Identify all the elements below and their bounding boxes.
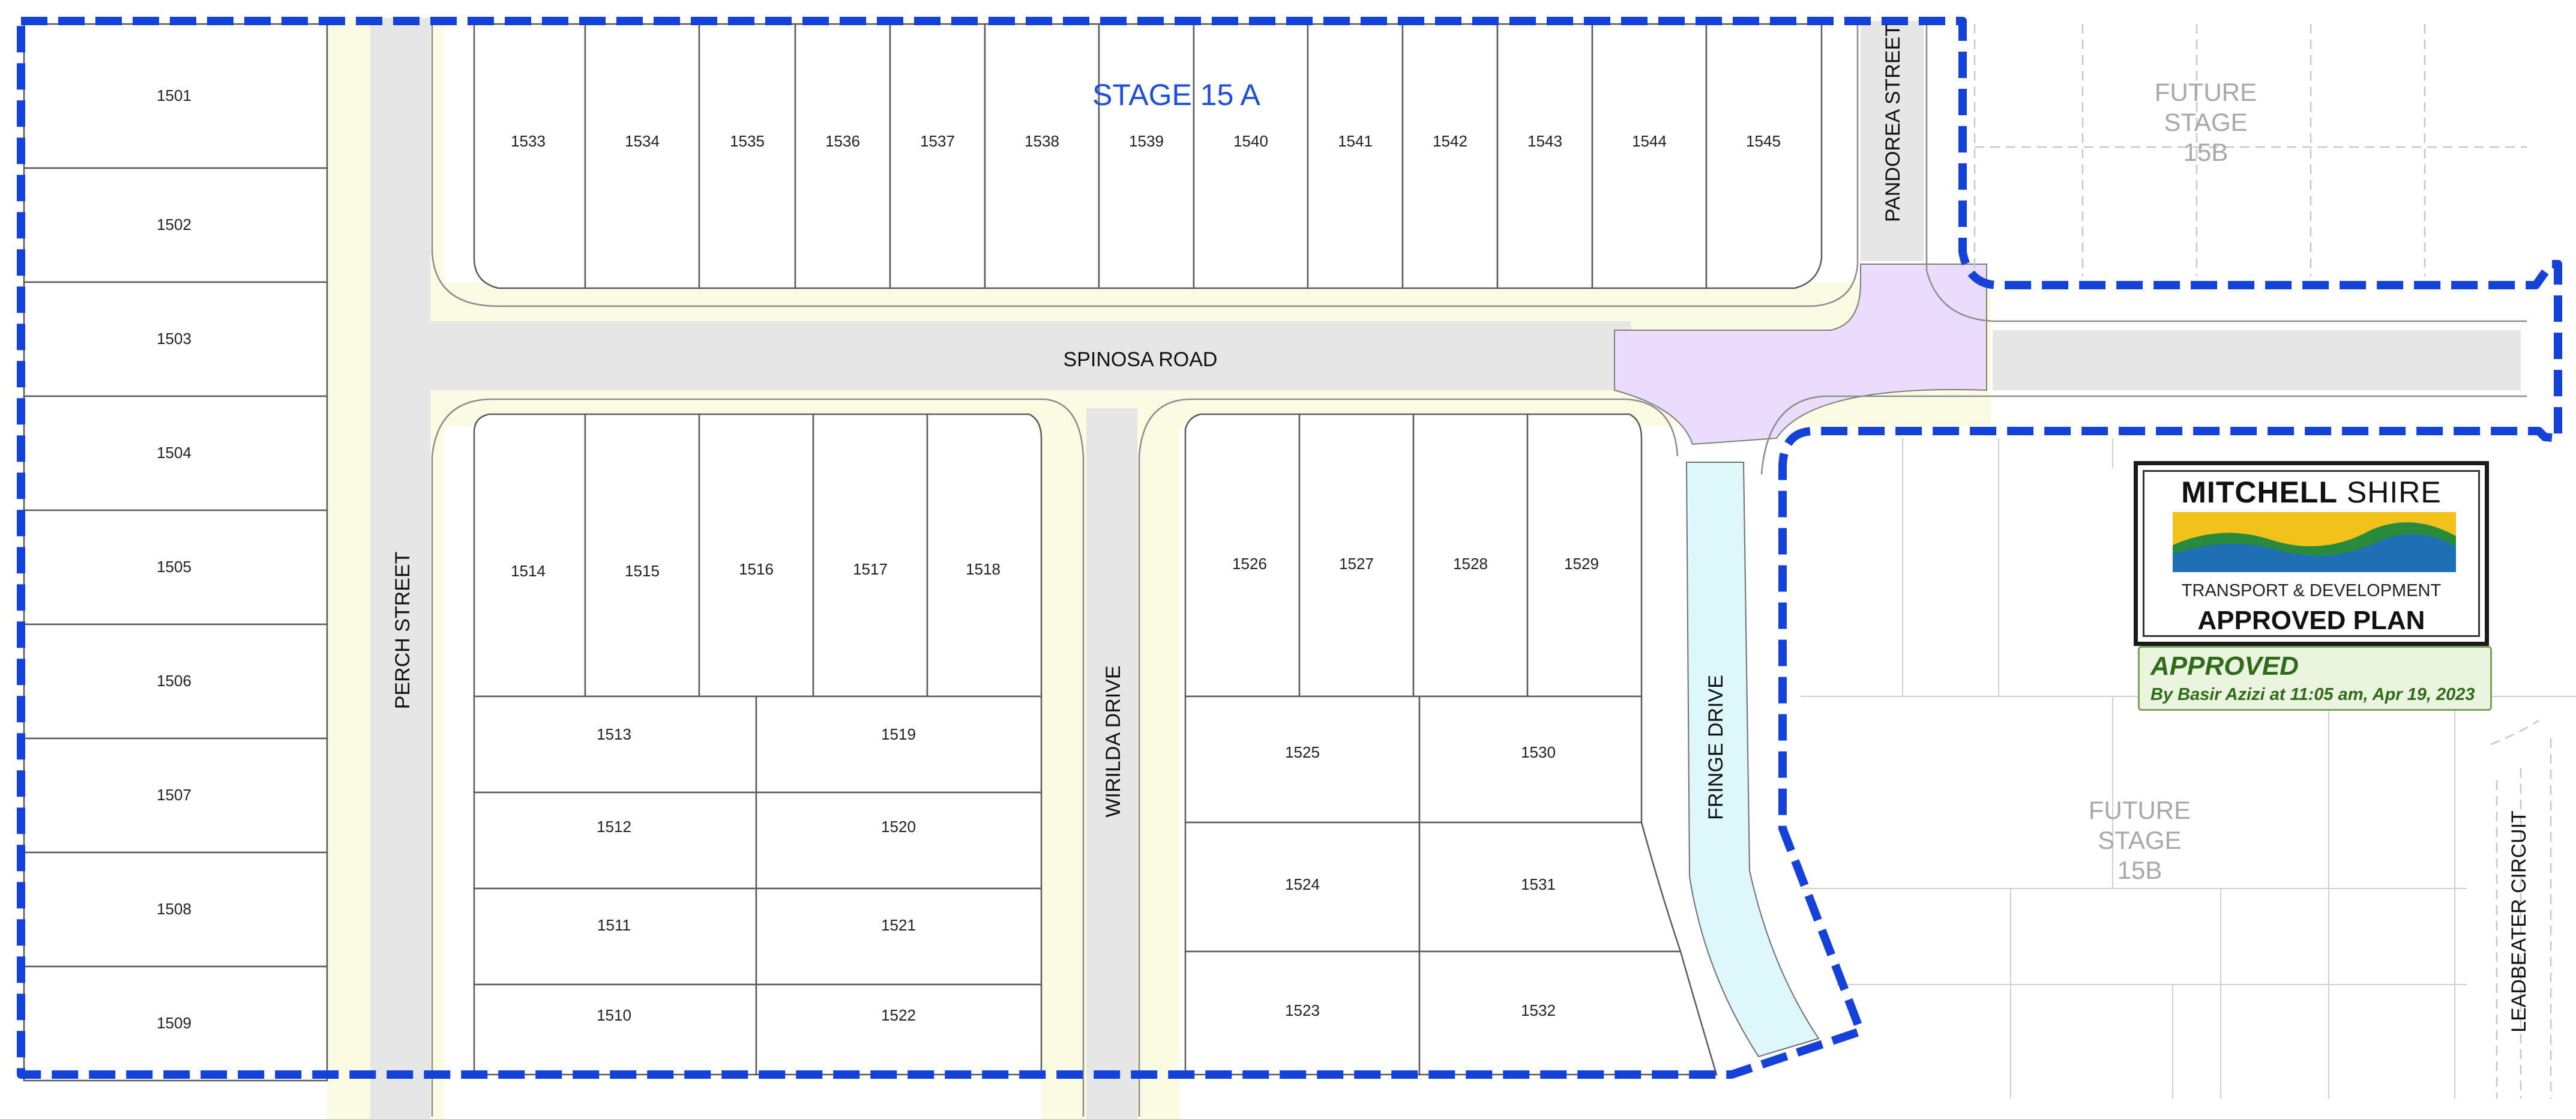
- future-stage-south-line3: 15B: [2117, 856, 2162, 884]
- wirilda-drive-carriageway: [1086, 408, 1137, 1119]
- lot-number: 1510: [597, 1006, 631, 1024]
- stage-15a-boundary[interactable]: [17, 17, 2562, 1079]
- lot-number: 1513: [597, 725, 631, 743]
- lot-number: 1517: [853, 560, 888, 578]
- lot-number: 1523: [1285, 1001, 1320, 1019]
- lot-number: 1541: [1338, 132, 1373, 150]
- spinosa-road-label: SPINOSA ROAD: [1064, 348, 1218, 371]
- lot-number: 1536: [825, 132, 860, 150]
- approval-detail: By Basir Azizi at 11:05 am, Apr 19, 2023: [2150, 685, 2475, 704]
- lot-number: 1527: [1339, 555, 1374, 573]
- lot-number: 1518: [966, 560, 1001, 578]
- lot-number: 1511: [597, 916, 631, 934]
- future-stage-north-line2: STAGE: [2164, 108, 2247, 136]
- wirilda-drive-label: WIRILDA DRIVE: [1102, 665, 1125, 817]
- lot-number: 1543: [1527, 132, 1562, 150]
- lot-number: 1521: [881, 916, 916, 934]
- perch-street-carriageway: [370, 18, 430, 1119]
- lot-number: 1525: [1285, 743, 1320, 761]
- lot-number: 1542: [1433, 132, 1467, 150]
- lot-number: 1512: [597, 818, 631, 836]
- fringe-drive-label: FRINGE DRIVE: [1705, 675, 1727, 820]
- future-stage-south-line1: FUTURE: [2089, 796, 2191, 824]
- intersection-zone: [1614, 264, 1987, 445]
- lot-number: 1504: [157, 444, 191, 462]
- future-stage-lot-ghosts: [1801, 24, 2576, 1099]
- lot-number: 1528: [1453, 555, 1488, 573]
- lot-number: 1532: [1521, 1001, 1556, 1019]
- department-text: TRANSPORT & DEVELOPMENT: [2181, 581, 2442, 600]
- lot-number: 1508: [157, 900, 191, 918]
- lot-number: 1506: [157, 672, 191, 690]
- kerb-lines: [431, 24, 2527, 1117]
- future-stage-north-line3: 15B: [2183, 138, 2228, 166]
- fringe-drive-reserve: [1685, 462, 1820, 1058]
- lot-number: 1539: [1129, 132, 1164, 150]
- lot-number: 1501: [157, 86, 191, 104]
- lot-number: 1534: [625, 132, 660, 150]
- lot-number: 1533: [511, 132, 546, 150]
- lot-number: 1524: [1285, 875, 1320, 893]
- council-logo-icon: [2173, 512, 2456, 572]
- lot-number: 1526: [1232, 555, 1267, 573]
- lot-number: 1537: [920, 132, 955, 150]
- council-name-bold: MITCHELL: [2181, 475, 2338, 509]
- lot-number: 1519: [881, 725, 916, 743]
- stamp-frame: [2143, 470, 2480, 637]
- lot-number: 1515: [625, 562, 660, 580]
- approval-status: APPROVED: [2150, 651, 2299, 681]
- lot-number: 1540: [1233, 132, 1268, 150]
- lot-number: 1530: [1521, 743, 1556, 761]
- council-approval-stamp: MITCHELL SHIRE COUNCIL TRANSPORT & DEVEL…: [2134, 461, 2489, 646]
- lot-number: 1538: [1025, 132, 1059, 150]
- lot-number: 1520: [881, 818, 916, 836]
- north-lots: [473, 23, 1823, 289]
- leadbeater-circuit-label: LEADBEATER CIRCUIT: [2508, 810, 2530, 1033]
- west-lots: [23, 23, 328, 1082]
- stage-label: STAGE 15 A: [1092, 78, 1260, 112]
- lot-number: 1522: [881, 1006, 916, 1024]
- lot-number: 1529: [1564, 555, 1599, 573]
- lot-number: 1544: [1632, 132, 1667, 150]
- lot-number: 1509: [157, 1014, 191, 1032]
- lot-number: 1502: [157, 216, 191, 234]
- spinosa-road-carriageway: [430, 321, 1631, 390]
- block-a-lots: [473, 413, 1043, 1076]
- pandorea-street-label: PANDOREA STREET: [1882, 24, 1904, 222]
- future-stage-north-line1: FUTURE: [2155, 78, 2257, 106]
- east-road-carriageway: [1993, 330, 2521, 390]
- lot-number: 1516: [739, 560, 774, 578]
- lot-number: 1531: [1521, 875, 1556, 893]
- lot-number: 1535: [730, 132, 765, 150]
- lot-number: 1503: [157, 330, 191, 348]
- pandorea-street-carriageway: [1861, 21, 1924, 261]
- lot-number: 1507: [157, 786, 191, 804]
- lot-number: 1545: [1746, 132, 1781, 150]
- lot-number: 1505: [157, 558, 191, 576]
- approval-badge: APPROVED By Basir Azizi at 11:05 am, Apr…: [2138, 646, 2492, 711]
- block-b-lots: [1184, 413, 1718, 1076]
- future-stage-south-line2: STAGE: [2098, 826, 2181, 854]
- perch-street-label: PERCH STREET: [391, 552, 414, 710]
- approved-plan-text: APPROVED PLAN: [2197, 606, 2425, 635]
- lot-number: 1514: [511, 562, 546, 580]
